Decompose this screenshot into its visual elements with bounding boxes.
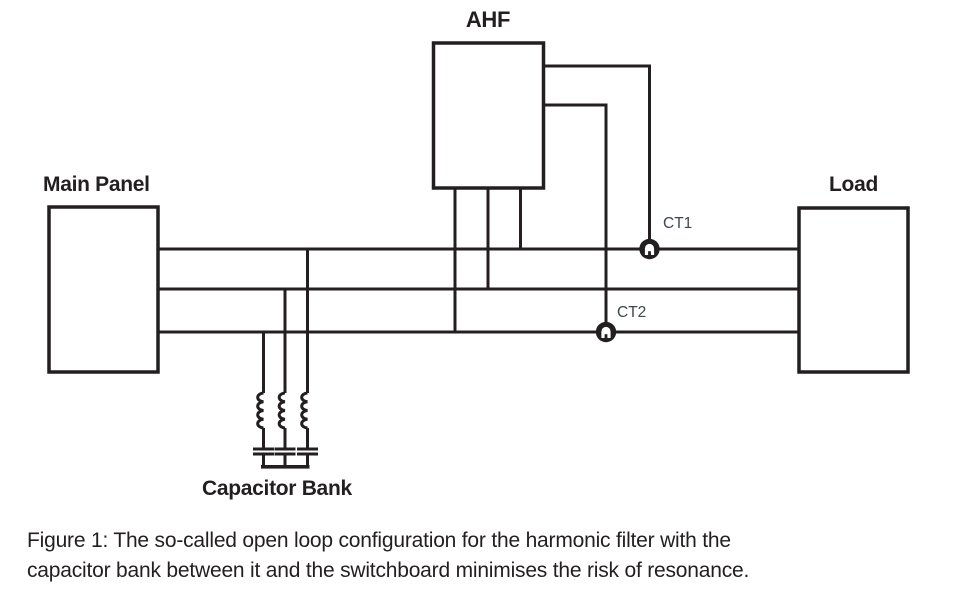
figure-caption-line-1: Figure 1: The so-called open loop config… (27, 529, 731, 552)
bus-lines (158, 247, 799, 334)
capacitor-bank-label: Capacitor Bank (202, 477, 352, 500)
ahf-box (431, 41, 546, 190)
capacitor-plate-top (253, 447, 274, 451)
ct-ring-window (601, 326, 611, 338)
capacitor-bank-common-bar (261, 465, 310, 469)
inductor-coil (277, 391, 286, 430)
main-panel-label: Main Panel (43, 173, 150, 196)
ct-ring-window (644, 243, 655, 255)
inductor-coil (300, 391, 308, 430)
ct2-wire (543, 103, 608, 332)
ct-ring-notch (648, 251, 651, 256)
ct1-label: CT1 (663, 215, 693, 232)
capacitor-plate-top (274, 447, 296, 451)
ahf-label: AHF (465, 7, 511, 32)
capacitor-branch-right (297, 249, 318, 467)
ct2-label: CT2 (617, 304, 647, 321)
load-box (797, 206, 910, 374)
ahf-output-wires (453, 188, 522, 332)
capacitor-plate-bottom (297, 452, 318, 456)
ct-sensing-wires (543, 64, 651, 332)
inductor-coil (256, 391, 264, 430)
main-panel-box (47, 205, 160, 374)
ct-ring-notch (604, 334, 608, 339)
capacitor-plate-bottom (253, 452, 274, 456)
capacitor-plate-bottom (274, 452, 296, 456)
capacitor-plate-top (297, 447, 318, 451)
capacitor-branch-middle (274, 289, 296, 467)
figure-caption: Figure 1: The so-called open loop config… (27, 526, 887, 586)
load-label: Load (829, 173, 878, 196)
capacitor-branch-left (253, 332, 274, 467)
ct1-wire (543, 64, 651, 249)
figure-caption-line-2: capacitor bank between it and the switch… (27, 559, 750, 582)
ct1-symbol (639, 238, 660, 260)
ct2-symbol (595, 321, 617, 343)
